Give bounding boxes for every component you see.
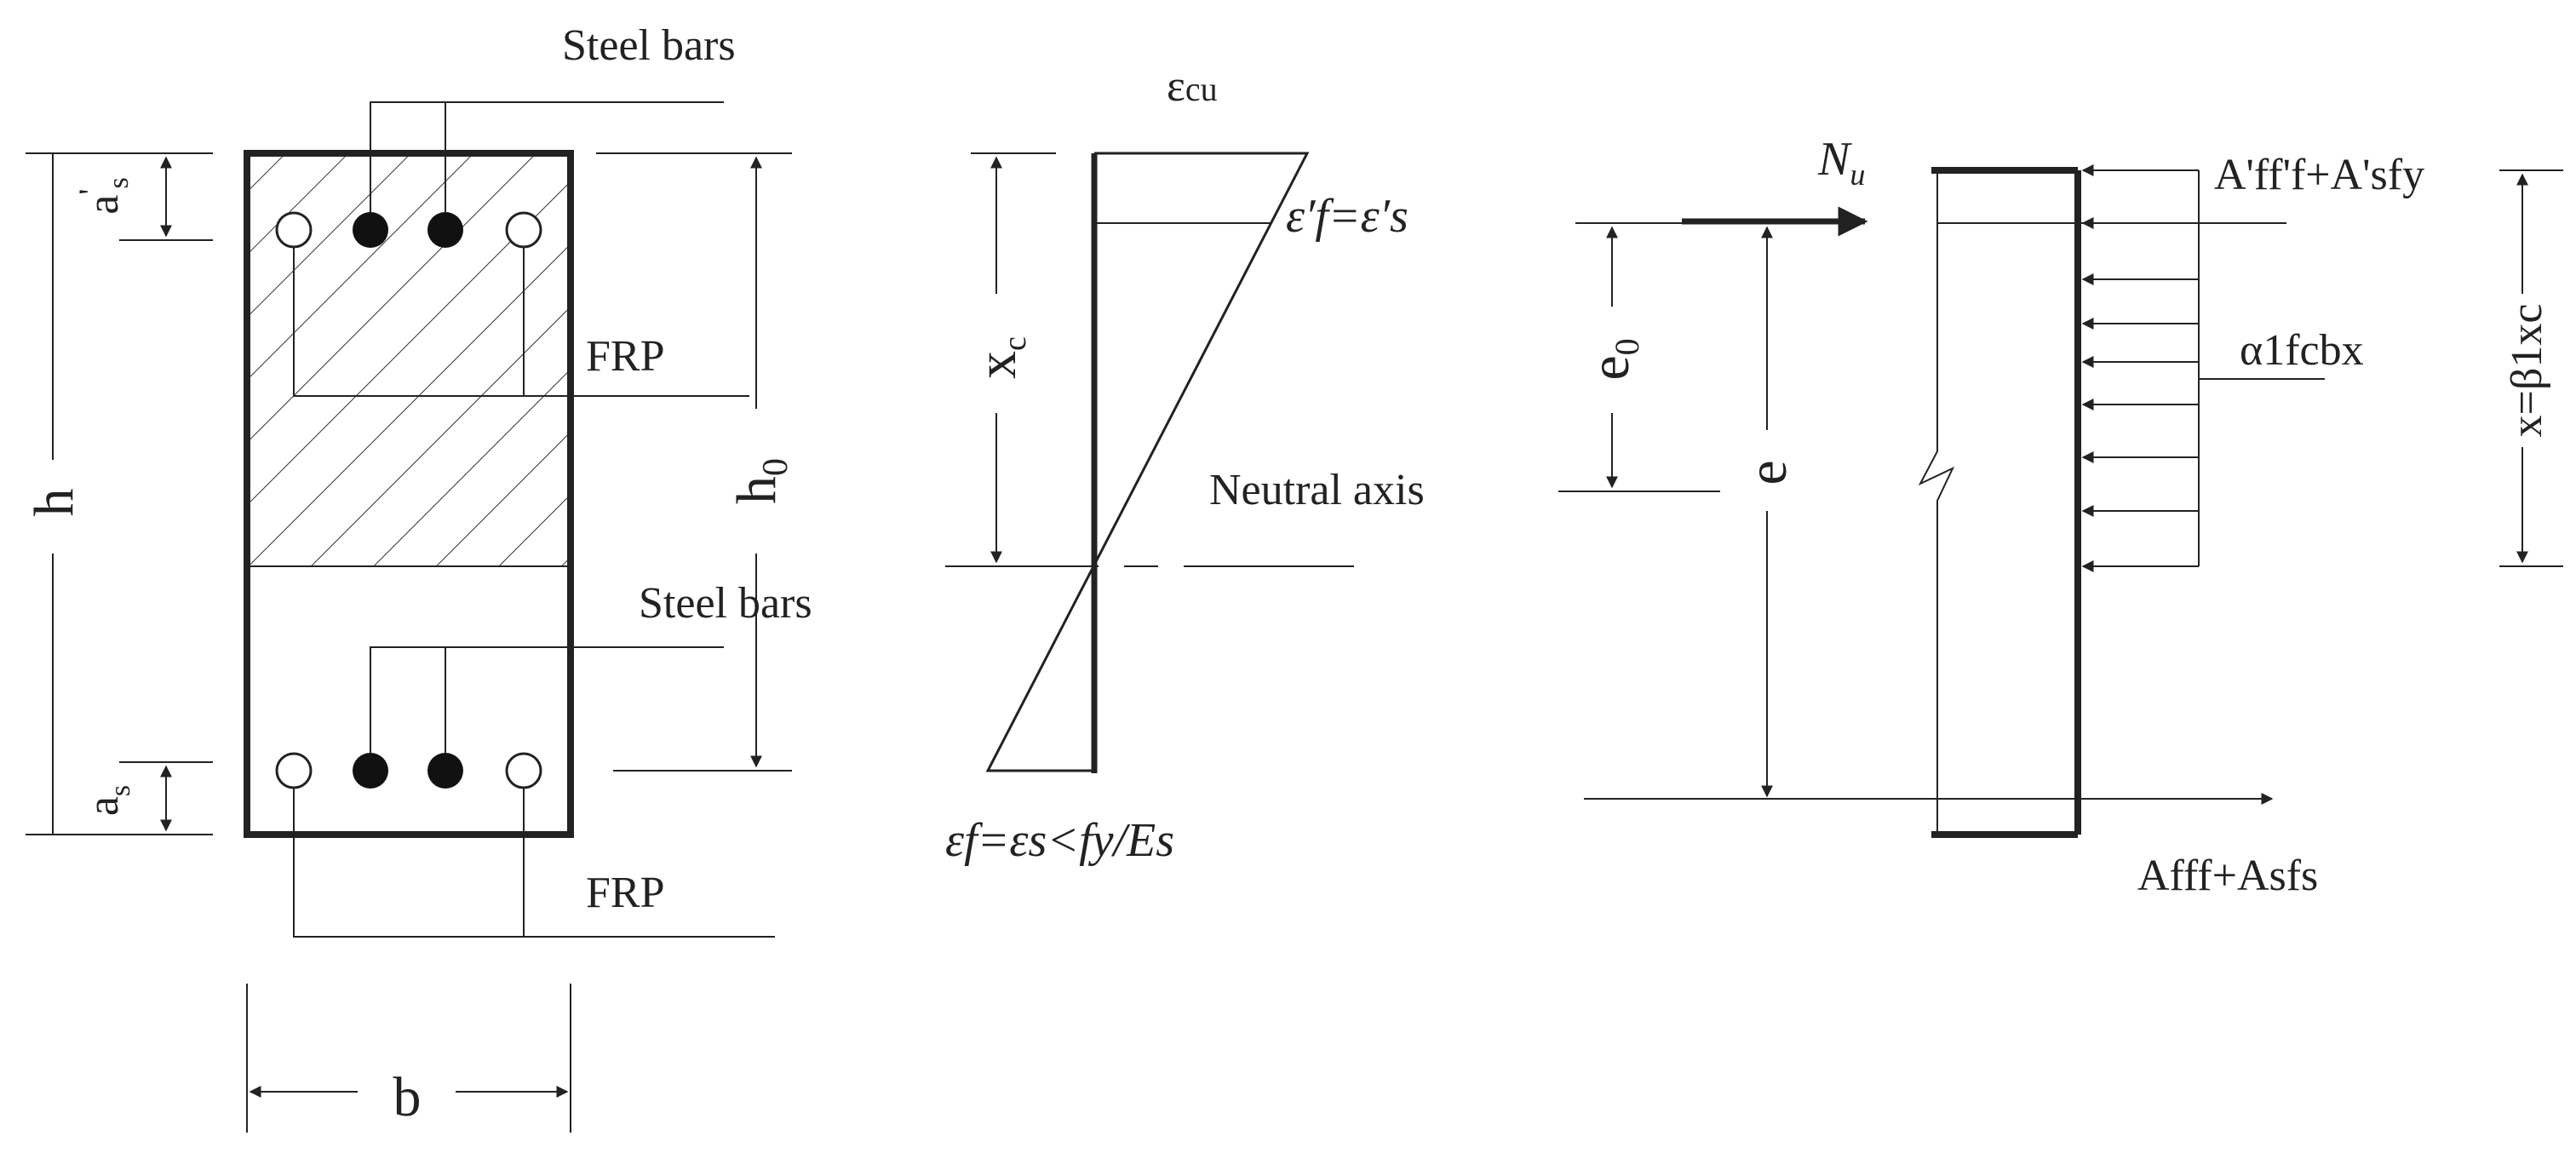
e-label: e (1736, 460, 1799, 485)
width-dimension (246, 984, 571, 1133)
concrete-force-label: α1fcbx (2240, 326, 2364, 375)
axial-load-label: Nu (1817, 133, 1865, 192)
bottom-steel-bar-left (353, 753, 388, 789)
bottom-frp-bar-right (505, 752, 542, 789)
bottom-frp-label: FRP (586, 869, 665, 917)
top-steel-label: Steel bars (562, 21, 736, 70)
strain-diagram: xc εcu ε′f=ε′s εf=εs<fy/Es Neutral axis (945, 62, 1425, 867)
bottom-frp-bar-left (275, 752, 313, 789)
top-frp-bar-left (275, 211, 313, 249)
section-outline (244, 150, 574, 838)
top-strain-label: ε′f=ε′s (1286, 190, 1408, 243)
bottom-force-label: Afff+Asfs (2137, 852, 2318, 900)
height-dimension (26, 152, 213, 835)
width-label: b (393, 1066, 422, 1128)
top-steel-bar-left (353, 212, 388, 248)
top-force-label: A'ff'f+A'sfy (2214, 151, 2424, 199)
force-diagram: Nu e0 e x=β1xc A'ff'f+A'sfy α1fcbx Afff+… (1558, 133, 2563, 900)
leader-lines (293, 101, 775, 938)
effective-depth-label: h0 (726, 458, 795, 504)
top-cover-label: a's (72, 177, 135, 215)
bottom-strain-label: εf=εs<fy/Es (945, 814, 1174, 867)
top-frp-label: FRP (586, 332, 665, 381)
effective-depth-dimension (596, 152, 792, 772)
cross-section: h a's as h0 b Steel bars FRP Steel bars … (23, 21, 812, 1133)
block-depth-label: x=β1xc (2503, 304, 2551, 438)
xc-label: xc (966, 336, 1033, 379)
column-break-line (1918, 170, 1955, 835)
neutral-axis-label: Neutral axis (1209, 466, 1425, 514)
ecu-label: εcu (1167, 62, 1218, 111)
top-steel-bar-right (427, 212, 463, 248)
bottom-steel-label: Steel bars (639, 579, 812, 628)
strain-profile (985, 152, 1310, 772)
height-label: h (23, 489, 85, 517)
e0-label: e0 (1579, 338, 1646, 380)
top-frp-bar-right (505, 211, 542, 249)
bottom-cover-label: as (79, 785, 136, 816)
bottom-steel-bar-right (427, 753, 463, 789)
stress-block (2081, 164, 2325, 572)
